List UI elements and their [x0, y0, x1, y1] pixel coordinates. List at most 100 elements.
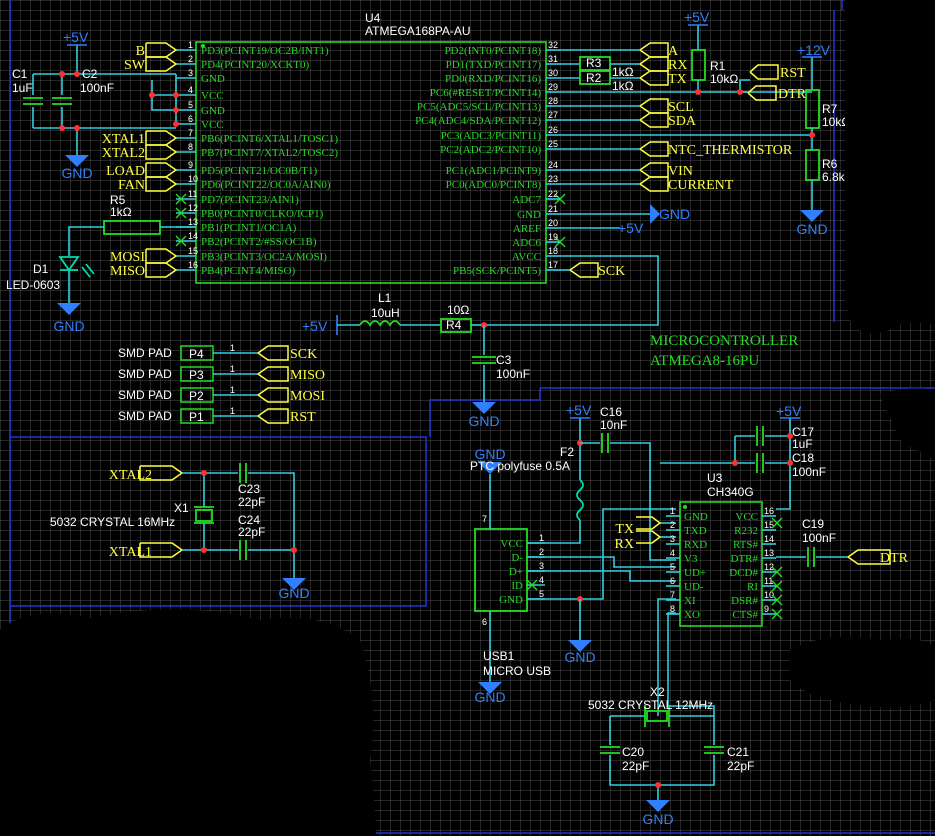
u4-pin-name: GND: [201, 73, 225, 85]
u4-pin-name: PB5(SCK/PCINT5): [453, 265, 541, 277]
u3-pin-num: 14: [764, 534, 774, 544]
u4-value: ATMEGA168PA-AU: [365, 24, 471, 38]
u4-pin-name: VCC: [201, 90, 224, 102]
u4-pin-name: PD3(PCINT19/OC2B/INT1): [201, 45, 329, 57]
net-flag-rst: [749, 64, 779, 80]
usb-nets: +5V GND: [527, 402, 676, 665]
c20-ref: C20: [622, 745, 644, 759]
r1-ref: R1: [710, 59, 726, 73]
u4-pin-num: 10: [188, 174, 198, 184]
c16-ref: C16: [600, 405, 622, 419]
u4-pin-num: 2: [188, 54, 193, 64]
svg-text:+5V: +5V: [618, 220, 644, 236]
net-label-ntc: NTC_THERMISTOR: [668, 143, 793, 158]
c20-value: 22pF: [622, 759, 649, 773]
net-flag-load: [145, 162, 178, 178]
u4-pin-num: 19: [548, 232, 558, 242]
u4-pin-num: 9: [188, 160, 193, 170]
svg-text:GND: GND: [61, 165, 92, 181]
usb-value: MICRO USB: [483, 664, 551, 678]
u4-pin-name: PC5(ADC5/SCL/PCINT13): [417, 101, 541, 113]
r5-value: 1kΩ: [110, 205, 132, 219]
svg-text:+5V: +5V: [776, 403, 802, 419]
net-label-sck: SCK: [598, 264, 625, 279]
u4-pin-num: 16: [188, 260, 198, 270]
r7-ref: R7: [822, 102, 838, 116]
u4-pin-name: PC3(ADC3/PCINT11): [441, 130, 542, 142]
svg-text:GND: GND: [564, 649, 595, 665]
u4-pin-name: AREF: [513, 223, 541, 235]
u4-pin-num: 8: [188, 142, 193, 152]
u4-pin-num: 3: [188, 68, 193, 78]
pad-net-flag: [257, 387, 289, 403]
net-flag-xtal2: [145, 144, 178, 160]
u4-pin-name: PC2(ADC2/PCINT10): [440, 144, 541, 156]
u3-pin-num: 12: [764, 562, 774, 572]
u3-pin-num: 1: [670, 506, 675, 516]
u4-pin-num: 20: [548, 218, 558, 228]
net-label-miso: MISO: [110, 264, 145, 279]
u3-pin-name: UD+: [684, 567, 706, 579]
u4-pin-num: 15: [188, 246, 198, 256]
c17-value: 1uF: [792, 437, 813, 451]
u4-pin-name: PD0(RXD/PCINT16): [445, 73, 541, 85]
c19-ref: C19: [802, 517, 824, 531]
pad-pin: 1: [230, 406, 235, 416]
usb-pin-name: VCC: [500, 538, 523, 550]
pad-net-flag: [257, 345, 289, 361]
pad-net-flag: [257, 408, 289, 424]
flag-dtr-ch340: DTR: [880, 551, 909, 566]
c2-ref: C2: [82, 67, 98, 81]
u4-designator: U4: [365, 11, 381, 25]
u3-pin-num: 7: [670, 590, 675, 600]
d1-value: LED-0603: [6, 278, 60, 292]
svg-text:GND: GND: [474, 689, 505, 705]
u4-pin-name: PB1(PCINT1/OC1A): [201, 222, 297, 234]
net-label-rx: RX: [668, 58, 687, 73]
pad-ref: P4: [189, 347, 204, 361]
u4-pin-name: PC1(ADC1/PCINT9): [446, 165, 542, 177]
u3-pin-num: 11: [764, 576, 773, 586]
u4-pin-num: 7: [188, 128, 193, 138]
svg-text:+12V: +12V: [797, 42, 831, 58]
ch340-txrx-flags: [636, 516, 662, 544]
flag-tx-ch340: TX: [615, 522, 634, 537]
net-label-xtal2: XTAL2: [102, 146, 145, 161]
net-label-rst: RST: [780, 66, 806, 81]
pad-ref: P3: [189, 368, 204, 382]
r3-ref: R3: [586, 56, 602, 70]
u3-pin-name: UD-: [684, 581, 704, 593]
c24-ref: C24: [238, 513, 260, 527]
c21-ref: C21: [727, 745, 749, 759]
r4-ref: R4: [446, 318, 462, 332]
pad-pin: 1: [230, 385, 235, 395]
u4-pin-name: PC4(ADC4/SDA/PCINT12): [415, 115, 541, 127]
usb-pin-name: D+: [509, 566, 523, 578]
u4-pin-name: ADC7: [512, 194, 541, 206]
pad-net-label: RST: [290, 410, 316, 425]
u4-pin-name: VCC: [201, 119, 224, 131]
u3-pin-name: RI: [747, 581, 758, 593]
net-label-sda: SDA: [668, 114, 697, 129]
r5-ref: R5: [110, 193, 126, 207]
pad-label: SMD PAD: [118, 346, 172, 360]
net-flag-rx: [639, 56, 669, 72]
c18-value: 100nF: [792, 465, 826, 479]
r1-value: 10kΩ: [710, 72, 738, 86]
x1-ref: X1: [174, 501, 189, 515]
c3-ref: C3: [496, 353, 512, 367]
u3-pin-name: RTS#: [733, 539, 759, 551]
u4-pin-num: 4: [188, 85, 193, 95]
f2-ref: F2: [560, 445, 574, 459]
svg-text:6: 6: [482, 617, 487, 627]
u4-pin-num: 29: [548, 82, 558, 92]
c23-value: 22pF: [238, 495, 265, 509]
u4-pin-name: AVCC: [512, 251, 541, 263]
u3-pin-num: 3: [670, 534, 675, 544]
pad-label: SMD PAD: [118, 388, 172, 402]
